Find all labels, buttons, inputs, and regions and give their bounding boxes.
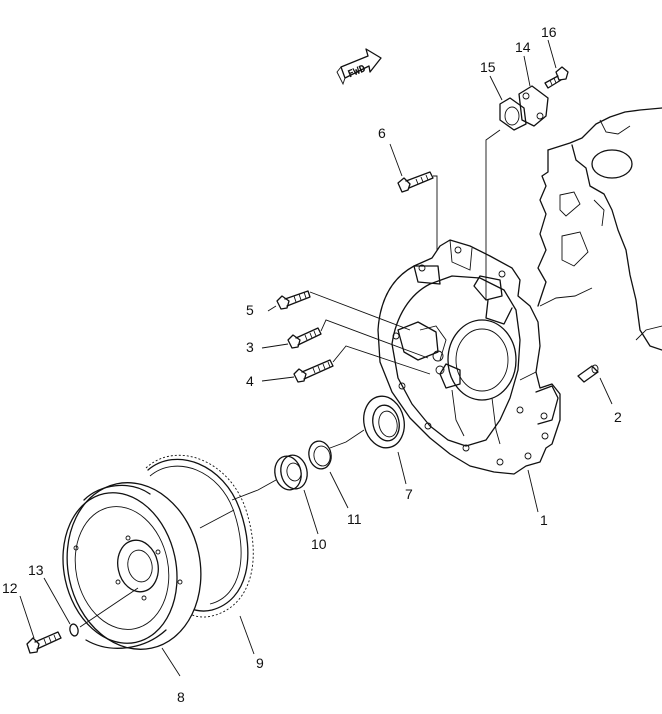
bolt-16	[544, 66, 569, 89]
bolt-12	[26, 631, 62, 654]
engine-block	[537, 107, 662, 351]
bolt-5	[276, 290, 411, 331]
callout-6: 6	[378, 125, 386, 141]
ring-gear	[145, 454, 254, 618]
ring-11	[308, 440, 332, 470]
callout-4: 4	[246, 373, 254, 389]
dowel-pin	[577, 364, 599, 383]
callout-10: 10	[311, 536, 327, 552]
bolt-3	[287, 319, 429, 359]
bolt-4	[293, 345, 431, 383]
bolt-6	[397, 171, 438, 250]
bearing-10	[231, 454, 308, 501]
callout-14: 14	[515, 39, 531, 55]
callout-2: 2	[614, 409, 622, 425]
callout-8: 8	[177, 689, 185, 705]
flywheel	[62, 482, 235, 650]
oil-seal	[329, 395, 405, 449]
callout-16: 16	[541, 24, 557, 40]
fwd-arrow-icon: FWD	[336, 48, 382, 86]
callout-3: 3	[246, 339, 254, 355]
washer-13	[69, 587, 139, 637]
callout-1: 1	[540, 512, 548, 528]
callout-12: 12	[2, 580, 18, 596]
callout-5: 5	[246, 302, 254, 318]
gasket-15	[485, 97, 527, 300]
callout-9: 9	[256, 655, 264, 671]
fwd-label: FWD	[346, 63, 367, 80]
flywheel-housing	[377, 239, 561, 475]
callout-11: 11	[347, 511, 362, 527]
callout-13: 13	[28, 562, 44, 578]
callout-7: 7	[405, 486, 413, 502]
cover-plate-14	[518, 85, 549, 127]
callout-15: 15	[480, 59, 496, 75]
leader-lines	[19, 39, 613, 677]
